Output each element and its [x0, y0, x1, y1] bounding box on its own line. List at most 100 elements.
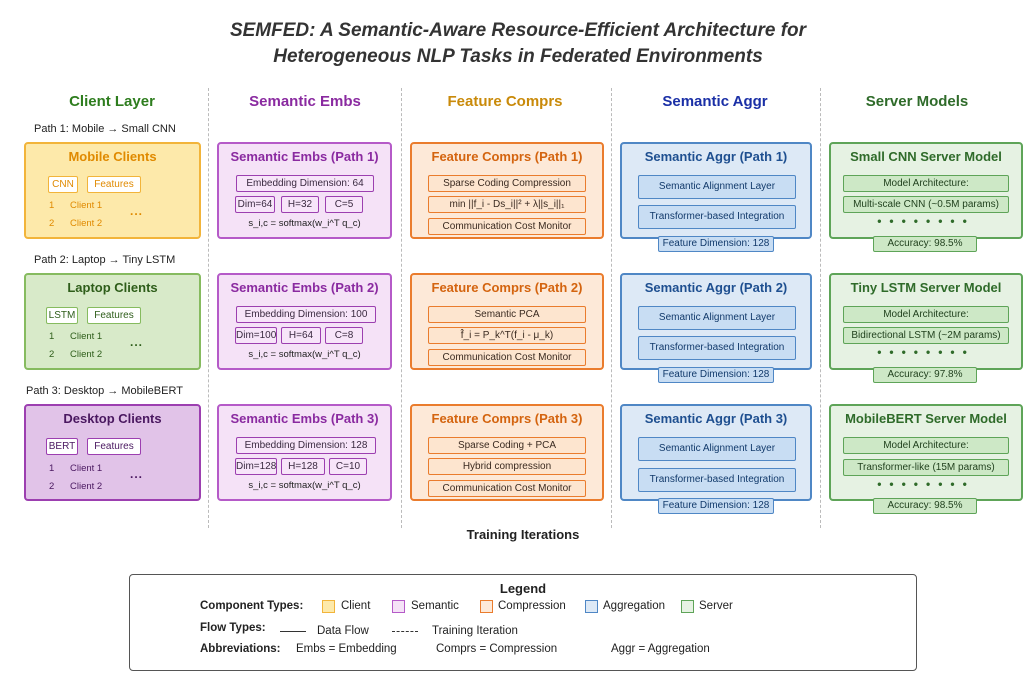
compression-formula-chip: Hybrid compression	[428, 458, 586, 475]
heads-chip: H=64	[281, 327, 321, 344]
legend-training-iteration: Training Iteration	[432, 625, 518, 637]
legend: Legend Component Types: Client Semantic …	[129, 574, 917, 671]
mobilebert-server-box: MobileBERT Server Model Model Architectu…	[829, 404, 1023, 501]
legend-abbr-embs: Embs = Embedding	[296, 643, 397, 655]
legend-abbr-comprs: Comprs = Compression	[436, 643, 558, 655]
legend-component-types-label: Component Types:	[200, 600, 304, 612]
client-index: 2	[49, 218, 55, 229]
semantic-box-title: Semantic Embs (Path 1)	[230, 149, 379, 164]
legend-item-compression: Compression	[498, 600, 566, 612]
client-box-title: Mobile Clients	[68, 149, 157, 164]
features-chip: Features	[87, 176, 141, 193]
model-architecture-label: Model Architecture:	[843, 437, 1009, 454]
feature-dimension-badge: Feature Dimension: 128	[658, 498, 774, 514]
model-architecture-value: Transformer-like (15M params)	[843, 459, 1009, 476]
compression-box-title: Feature Comprs (Path 1)	[431, 149, 583, 164]
column-header-client: Client Layer	[69, 93, 155, 110]
heads-chip: H=32	[281, 196, 319, 213]
small-cnn-server-box: Small CNN Server Model Model Architectur…	[829, 142, 1023, 239]
client-index: 1	[49, 463, 55, 474]
semantic-aggr-box: Semantic Aggr (Path 1) Semantic Alignmen…	[620, 142, 812, 239]
client-index: 1	[49, 331, 55, 342]
dim-chip: Dim=64	[235, 196, 275, 213]
column-header-semantic: Semantic Embs	[249, 93, 361, 110]
column-header-server: Server Models	[865, 93, 969, 110]
semantic-box-title: Semantic Embs (Path 2)	[230, 280, 379, 295]
model-chip: CNN	[48, 176, 78, 193]
legend-data-flow: Data Flow	[317, 625, 369, 637]
model-architecture-label: Model Architecture:	[843, 306, 1009, 323]
legend-data-flow-line	[280, 631, 306, 632]
desktop-clients-box: Desktop Clients BERT Features 1 Client 1…	[24, 404, 201, 501]
client-item: Client 2	[70, 218, 103, 229]
model-chip: LSTM	[46, 307, 78, 324]
column-divider	[401, 88, 402, 528]
semantic-aggr-box: Semantic Aggr (Path 2) Semantic Alignmen…	[620, 273, 812, 370]
embedding-dimension-chip: Embedding Dimension: 128	[236, 437, 376, 454]
layer-dots: ••••••••	[877, 477, 975, 491]
embedding-dimension-chip: Embedding Dimension: 100	[236, 306, 376, 323]
feature-dimension-badge: Feature Dimension: 128	[658, 236, 774, 252]
layer-dots: ••••••••	[877, 214, 975, 228]
client-index: 2	[49, 349, 55, 360]
communication-cost-monitor: Communication Cost Monitor	[428, 218, 586, 235]
tiny-lstm-server-box: Tiny LSTM Server Model Model Architectur…	[829, 273, 1023, 370]
layer-dots: ••••••••	[877, 345, 975, 359]
heads-chip: H=128	[281, 458, 325, 475]
feature-comprs-box: Feature Comprs (Path 2) Semantic PCA f̂_…	[410, 273, 604, 370]
legend-item-server: Server	[699, 600, 733, 612]
client-index: 2	[49, 481, 55, 492]
feature-dimension-badge: Feature Dimension: 128	[658, 367, 774, 383]
dim-chip: Dim=100	[235, 327, 277, 344]
compression-box-title: Feature Comprs (Path 3)	[431, 411, 583, 426]
server-box-title: Tiny LSTM Server Model	[850, 280, 1002, 295]
client-item: Client 1	[70, 200, 103, 211]
legend-training-iteration-line	[392, 631, 418, 632]
diagram-title-line-1: SEMFED: A Semantic-Aware Resource-Effici…	[229, 20, 807, 41]
training-iterations-label: Training Iterations	[466, 527, 580, 542]
feature-comprs-box: Feature Comprs (Path 1) Sparse Coding Co…	[410, 142, 604, 239]
legend-swatch-server	[681, 600, 694, 613]
column-divider	[820, 88, 821, 528]
semantic-formula: s_i,c = softmax(w_i^T q_c)	[248, 480, 361, 491]
concepts-chip: C=8	[325, 327, 363, 344]
column-divider	[208, 88, 209, 528]
more-clients-ellipsis: ...	[130, 335, 144, 349]
transformer-integration: Transformer-based Integration	[638, 468, 796, 492]
model-architecture-label: Model Architecture:	[843, 175, 1009, 192]
legend-abbr-aggr: Aggr = Aggregation	[611, 643, 710, 655]
model-architecture-value: Bidirectional LSTM (~2M params)	[843, 327, 1009, 344]
legend-abbreviations-label: Abbreviations:	[200, 643, 281, 655]
model-chip: BERT	[46, 438, 78, 455]
legend-swatch-aggregation	[585, 600, 598, 613]
more-clients-ellipsis: ...	[130, 204, 144, 218]
transformer-integration: Transformer-based Integration	[638, 205, 796, 229]
column-header-aggregation: Semantic Aggr	[662, 93, 768, 110]
semantic-aggr-box: Semantic Aggr (Path 3) Semantic Alignmen…	[620, 404, 812, 501]
accuracy-badge: Accuracy: 98.5%	[873, 498, 977, 514]
path-1-label: Path 1: Mobile → Small CNN	[34, 123, 176, 135]
communication-cost-monitor: Communication Cost Monitor	[428, 349, 586, 366]
compression-method-chip: Semantic PCA	[428, 306, 586, 323]
semantic-embs-box: Semantic Embs (Path 3) Embedding Dimensi…	[217, 404, 392, 501]
legend-swatch-semantic	[392, 600, 405, 613]
accuracy-badge: Accuracy: 97.8%	[873, 367, 977, 383]
mobile-clients-box: Mobile Clients CNN Features 1 Client 1 2…	[24, 142, 201, 239]
semantic-box-title: Semantic Embs (Path 3)	[230, 411, 379, 426]
aggregation-box-title: Semantic Aggr (Path 3)	[644, 411, 788, 426]
transformer-integration: Transformer-based Integration	[638, 336, 796, 360]
semantic-alignment-layer: Semantic Alignment Layer	[638, 437, 796, 461]
semantic-formula: s_i,c = softmax(w_i^T q_c)	[248, 349, 361, 360]
embedding-dimension-chip: Embedding Dimension: 64	[236, 175, 374, 192]
column-divider	[611, 88, 612, 528]
legend-swatch-client	[322, 600, 335, 613]
path-2-label: Path 2: Laptop → Tiny LSTM	[34, 254, 176, 266]
dim-chip: Dim=128	[235, 458, 277, 475]
compression-method-chip: Sparse Coding + PCA	[428, 437, 586, 454]
compression-box-title: Feature Comprs (Path 2)	[431, 280, 583, 295]
aggregation-box-title: Semantic Aggr (Path 2)	[644, 280, 788, 295]
more-clients-ellipsis: ...	[130, 467, 144, 481]
client-item: Client 1	[70, 331, 103, 342]
semantic-embs-box: Semantic Embs (Path 2) Embedding Dimensi…	[217, 273, 392, 370]
client-item: Client 2	[70, 349, 103, 360]
